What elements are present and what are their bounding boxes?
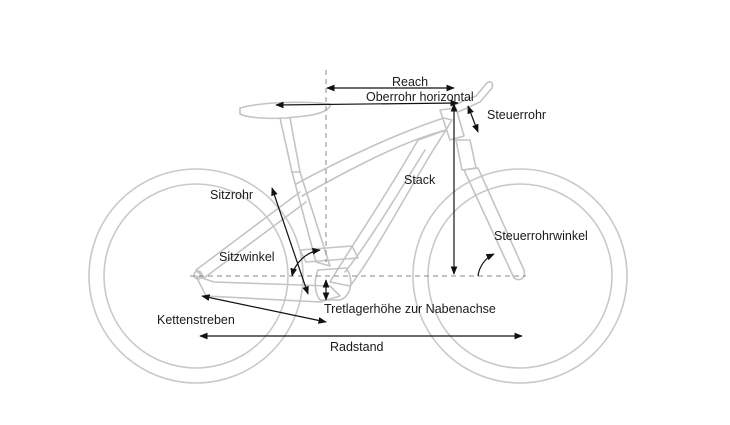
head-tube-label: Steuerrohr	[487, 108, 546, 122]
chainstay-measure	[201, 294, 327, 324]
reach-label: Reach	[392, 75, 428, 89]
stack-label: Stack	[404, 173, 436, 187]
seat-angle-label: Sitzwinkel	[219, 250, 275, 264]
head-tube-measure	[467, 105, 479, 133]
chainstay-label: Kettenstreben	[157, 313, 235, 327]
head-angle-arc	[477, 253, 495, 277]
bb-height-label: Tretlagerhöhe zur Nabenachse	[324, 302, 496, 316]
seat-tube-label: Sitzrohr	[210, 188, 253, 202]
top-tube-measure	[275, 99, 459, 109]
wheelbase-label: Radstand	[330, 340, 384, 354]
seat-angle-arc	[290, 247, 321, 277]
head-angle-label: Steuerrohrwinkel	[494, 229, 588, 243]
top-tube-label: Oberrohr horizontal	[366, 90, 474, 104]
